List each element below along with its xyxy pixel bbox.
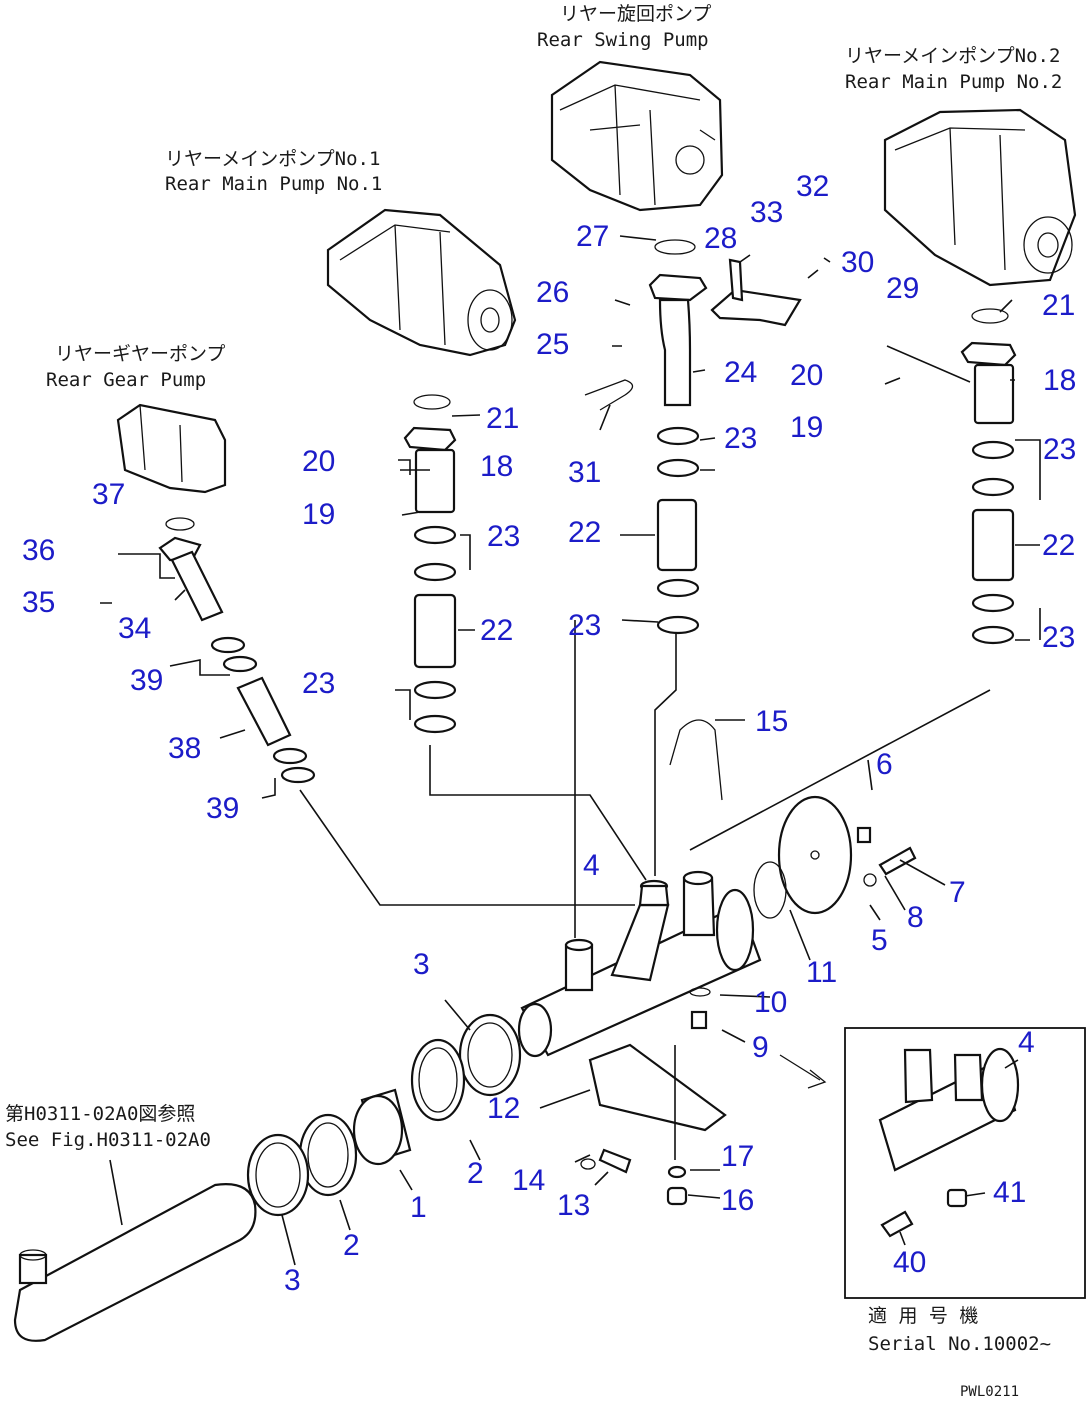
detail-header-4 — [878, 1047, 1020, 1238]
sleeve-1 — [352, 1088, 412, 1166]
clamp-3-lower — [246, 1133, 310, 1217]
callout-4-detail: 4 — [1018, 1026, 1035, 1059]
bolts-6-7-8 — [856, 826, 917, 887]
callout-16: 16 — [721, 1184, 754, 1217]
pump2-suction-line — [960, 308, 1017, 645]
bracket-28 — [710, 258, 802, 327]
callout-29: 29 — [886, 272, 919, 305]
serial-jp-label: 適 用 号 機 — [868, 1305, 978, 1327]
rear-main-pump-1 — [326, 208, 517, 357]
callout-25: 25 — [536, 328, 569, 361]
callout-14: 14 — [512, 1164, 545, 1197]
flange-cover-5 — [777, 795, 853, 915]
callout-12: 12 — [487, 1092, 520, 1125]
callout-22-pump1: 22 — [480, 614, 513, 647]
serial-en-label: Serial No.10002~ — [868, 1333, 1051, 1355]
callout-33: 33 — [750, 196, 783, 229]
callout-21-pump2: 21 — [1042, 289, 1075, 322]
callout-11: 11 — [806, 956, 837, 989]
callout-9: 9 — [752, 1031, 769, 1064]
callout-3-lower: 3 — [284, 1264, 301, 1297]
callout-7: 7 — [949, 876, 966, 909]
rear-main-pump1-en-label: Rear Main Pump No.1 — [165, 173, 382, 195]
callout-21-pump1: 21 — [486, 402, 519, 435]
callout-2-upper: 2 — [467, 1157, 484, 1190]
callout-39-lower: 39 — [206, 792, 239, 825]
detail-arrow — [779, 1054, 827, 1089]
callout-6: 6 — [876, 748, 893, 781]
bracket-12 — [588, 1043, 727, 1132]
callout-22-pump2: 22 — [1042, 529, 1075, 562]
callout-41: 41 — [993, 1176, 1026, 1209]
callout-13: 13 — [557, 1189, 590, 1222]
callout-18-pump1: 18 — [480, 450, 513, 483]
u-bolt-31 — [584, 379, 634, 411]
callout-40: 40 — [893, 1246, 926, 1279]
callout-27: 27 — [576, 220, 609, 253]
callout-8: 8 — [907, 901, 924, 934]
callout-18-pump2: 18 — [1043, 364, 1076, 397]
callout-numbers: 27 28 33 32 30 26 29 21 25 24 20 18 31 2… — [22, 170, 1076, 1297]
callout-32: 32 — [796, 170, 829, 203]
gasket-11 — [753, 861, 787, 919]
see-fig-jp-label: 第H0311-02A0図参照 — [5, 1103, 195, 1125]
callout-10: 10 — [754, 986, 787, 1019]
callout-1: 1 — [410, 1191, 427, 1224]
rear-gear-pump-en-label: Rear Gear Pump — [46, 369, 206, 391]
callout-23-swing-upper: 23 — [724, 422, 757, 455]
rear-main-pump1-jp-label: リヤーメインポンプNo.1 — [165, 148, 380, 170]
rear-swing-pump — [550, 60, 724, 212]
serial-detail-box — [844, 1027, 1086, 1299]
callout-19-pump2: 19 — [790, 411, 823, 444]
hydraulic-tank-pipe — [13, 1183, 257, 1342]
callout-23-pump1-upper: 23 — [487, 520, 520, 553]
callout-20-pump1: 20 — [302, 445, 335, 478]
rear-gear-pump-jp-label: リヤーギヤーポンプ — [55, 343, 225, 365]
callout-31: 31 — [568, 456, 601, 489]
callout-5: 5 — [871, 924, 888, 957]
clamp-3-upper — [458, 1013, 522, 1097]
small-fittings — [580, 987, 711, 1206]
hose-15 — [669, 719, 723, 801]
callout-30: 30 — [841, 246, 874, 279]
swing-pump-suction-line — [648, 239, 708, 635]
callout-22-swing: 22 — [568, 516, 601, 549]
rear-main-pump2-jp-label: リヤーメインポンプNo.2 — [845, 45, 1060, 67]
callout-34: 34 — [118, 612, 151, 645]
drawing-code: PWL0211 — [960, 1384, 1019, 1400]
gear-pump-suction-line — [158, 517, 316, 784]
rear-swing-pump-jp-label: リヤー旋回ポンプ — [560, 3, 711, 25]
callout-15: 15 — [755, 705, 788, 738]
callout-3-upper: 3 — [413, 948, 430, 981]
callout-38: 38 — [168, 732, 201, 765]
rear-swing-pump-en-label: Rear Swing Pump — [537, 29, 709, 51]
callout-4: 4 — [583, 849, 600, 882]
suction-header-4 — [517, 870, 762, 1058]
callout-39-upper: 39 — [130, 664, 163, 697]
pump1-suction-line — [403, 394, 457, 734]
callout-23-pump1-lower: 23 — [302, 667, 335, 700]
callout-19-pump1: 19 — [302, 498, 335, 531]
see-fig-en-label: See Fig.H0311-02A0 — [5, 1129, 211, 1151]
rear-gear-pump — [116, 403, 227, 494]
rear-main-pump-2 — [883, 108, 1077, 287]
callout-36: 36 — [22, 534, 55, 567]
callout-20-pump2: 20 — [790, 359, 823, 392]
callout-23-pump2-upper: 23 — [1043, 433, 1076, 466]
callout-2-lower: 2 — [343, 1229, 360, 1262]
callout-35: 35 — [22, 586, 55, 619]
callout-24: 24 — [724, 356, 757, 389]
callout-23-swing-lower: 23 — [568, 609, 601, 642]
callout-17: 17 — [721, 1140, 754, 1173]
ring-2-upper — [410, 1038, 466, 1122]
callout-28: 28 — [704, 222, 737, 255]
rear-main-pump2-en-label: Rear Main Pump No.2 — [845, 71, 1062, 93]
callout-26: 26 — [536, 276, 569, 309]
leader-lines — [100, 235, 1041, 1266]
callout-23-pump2-lower: 23 — [1042, 621, 1075, 654]
callout-37: 37 — [92, 478, 125, 511]
